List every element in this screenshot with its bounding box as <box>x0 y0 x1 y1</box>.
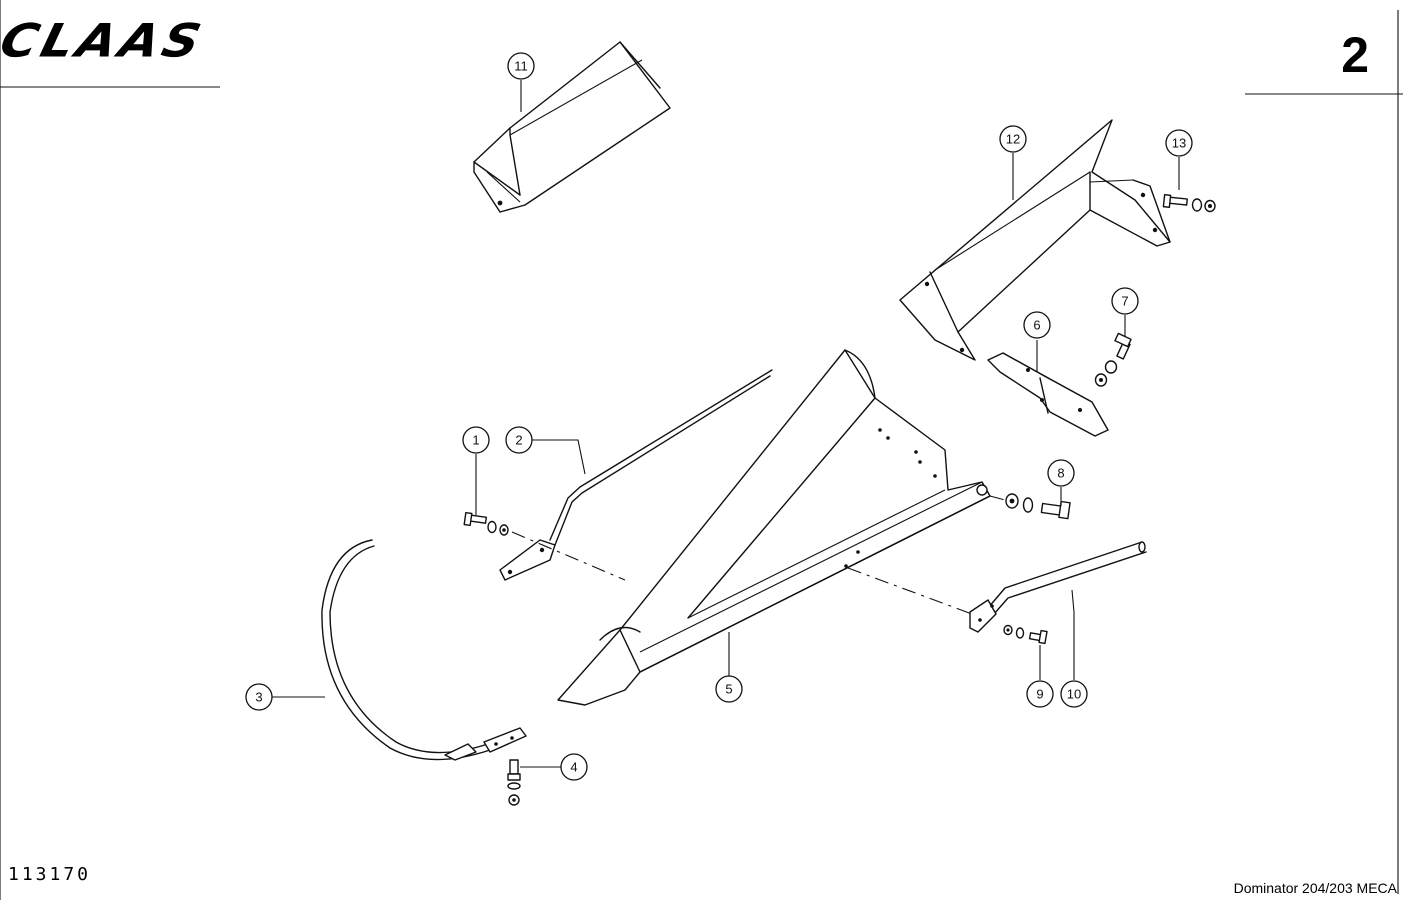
part-13-bolt-set <box>1162 194 1216 213</box>
part-6-bracket <box>987 352 1109 437</box>
leader-lines <box>272 80 1180 768</box>
part-3-curved-rod <box>321 539 527 761</box>
svg-text:10: 10 <box>1067 687 1081 702</box>
svg-text:13: 13 <box>1172 136 1186 151</box>
callout-3: 3 <box>245 683 273 711</box>
svg-text:5: 5 <box>725 682 732 697</box>
model-label: Dominator 204/203 MECA <box>1233 880 1397 896</box>
part-4-bolt-set <box>507 759 521 806</box>
svg-text:7: 7 <box>1121 294 1128 309</box>
centerline-8 <box>989 495 1006 501</box>
callout-12: 12 <box>999 125 1027 153</box>
callout-2: 2 <box>505 426 533 454</box>
callout-7: 7 <box>1111 287 1139 315</box>
svg-text:6: 6 <box>1033 318 1040 333</box>
svg-text:11: 11 <box>514 59 528 74</box>
part-10-rod <box>969 541 1147 633</box>
callout-6: 6 <box>1023 311 1051 339</box>
part-1-bolt-set <box>463 511 509 536</box>
callout-1: 1 <box>462 426 490 454</box>
callout-11: 11 <box>507 52 535 80</box>
part-12-shield <box>899 119 1171 361</box>
part-5-divider-body <box>557 349 991 706</box>
svg-text:2: 2 <box>515 433 522 448</box>
callout-5: 5 <box>715 675 743 703</box>
callout-13: 13 <box>1165 129 1193 157</box>
callout-10: 10 <box>1060 680 1088 708</box>
page-number: 2 <box>1341 27 1369 83</box>
part-9-bolt-set <box>1003 624 1048 645</box>
centerline-1 <box>511 531 626 581</box>
svg-text:3: 3 <box>255 690 262 705</box>
callout-4: 4 <box>560 753 588 781</box>
part-2-rod <box>499 369 773 581</box>
svg-text:8: 8 <box>1057 466 1064 481</box>
figure-number: 113170 <box>8 864 92 885</box>
svg-text:9: 9 <box>1036 687 1043 702</box>
svg-text:1: 1 <box>472 433 479 448</box>
callout-8: 8 <box>1047 459 1075 487</box>
part-7-bolt-set <box>1094 332 1132 387</box>
callout-9: 9 <box>1026 680 1054 708</box>
part-8-bolt-set <box>1005 493 1071 520</box>
svg-text:4: 4 <box>570 760 577 775</box>
svg-text:12: 12 <box>1006 132 1020 147</box>
part-11-shield <box>473 41 671 213</box>
centerline-10 <box>847 567 973 615</box>
